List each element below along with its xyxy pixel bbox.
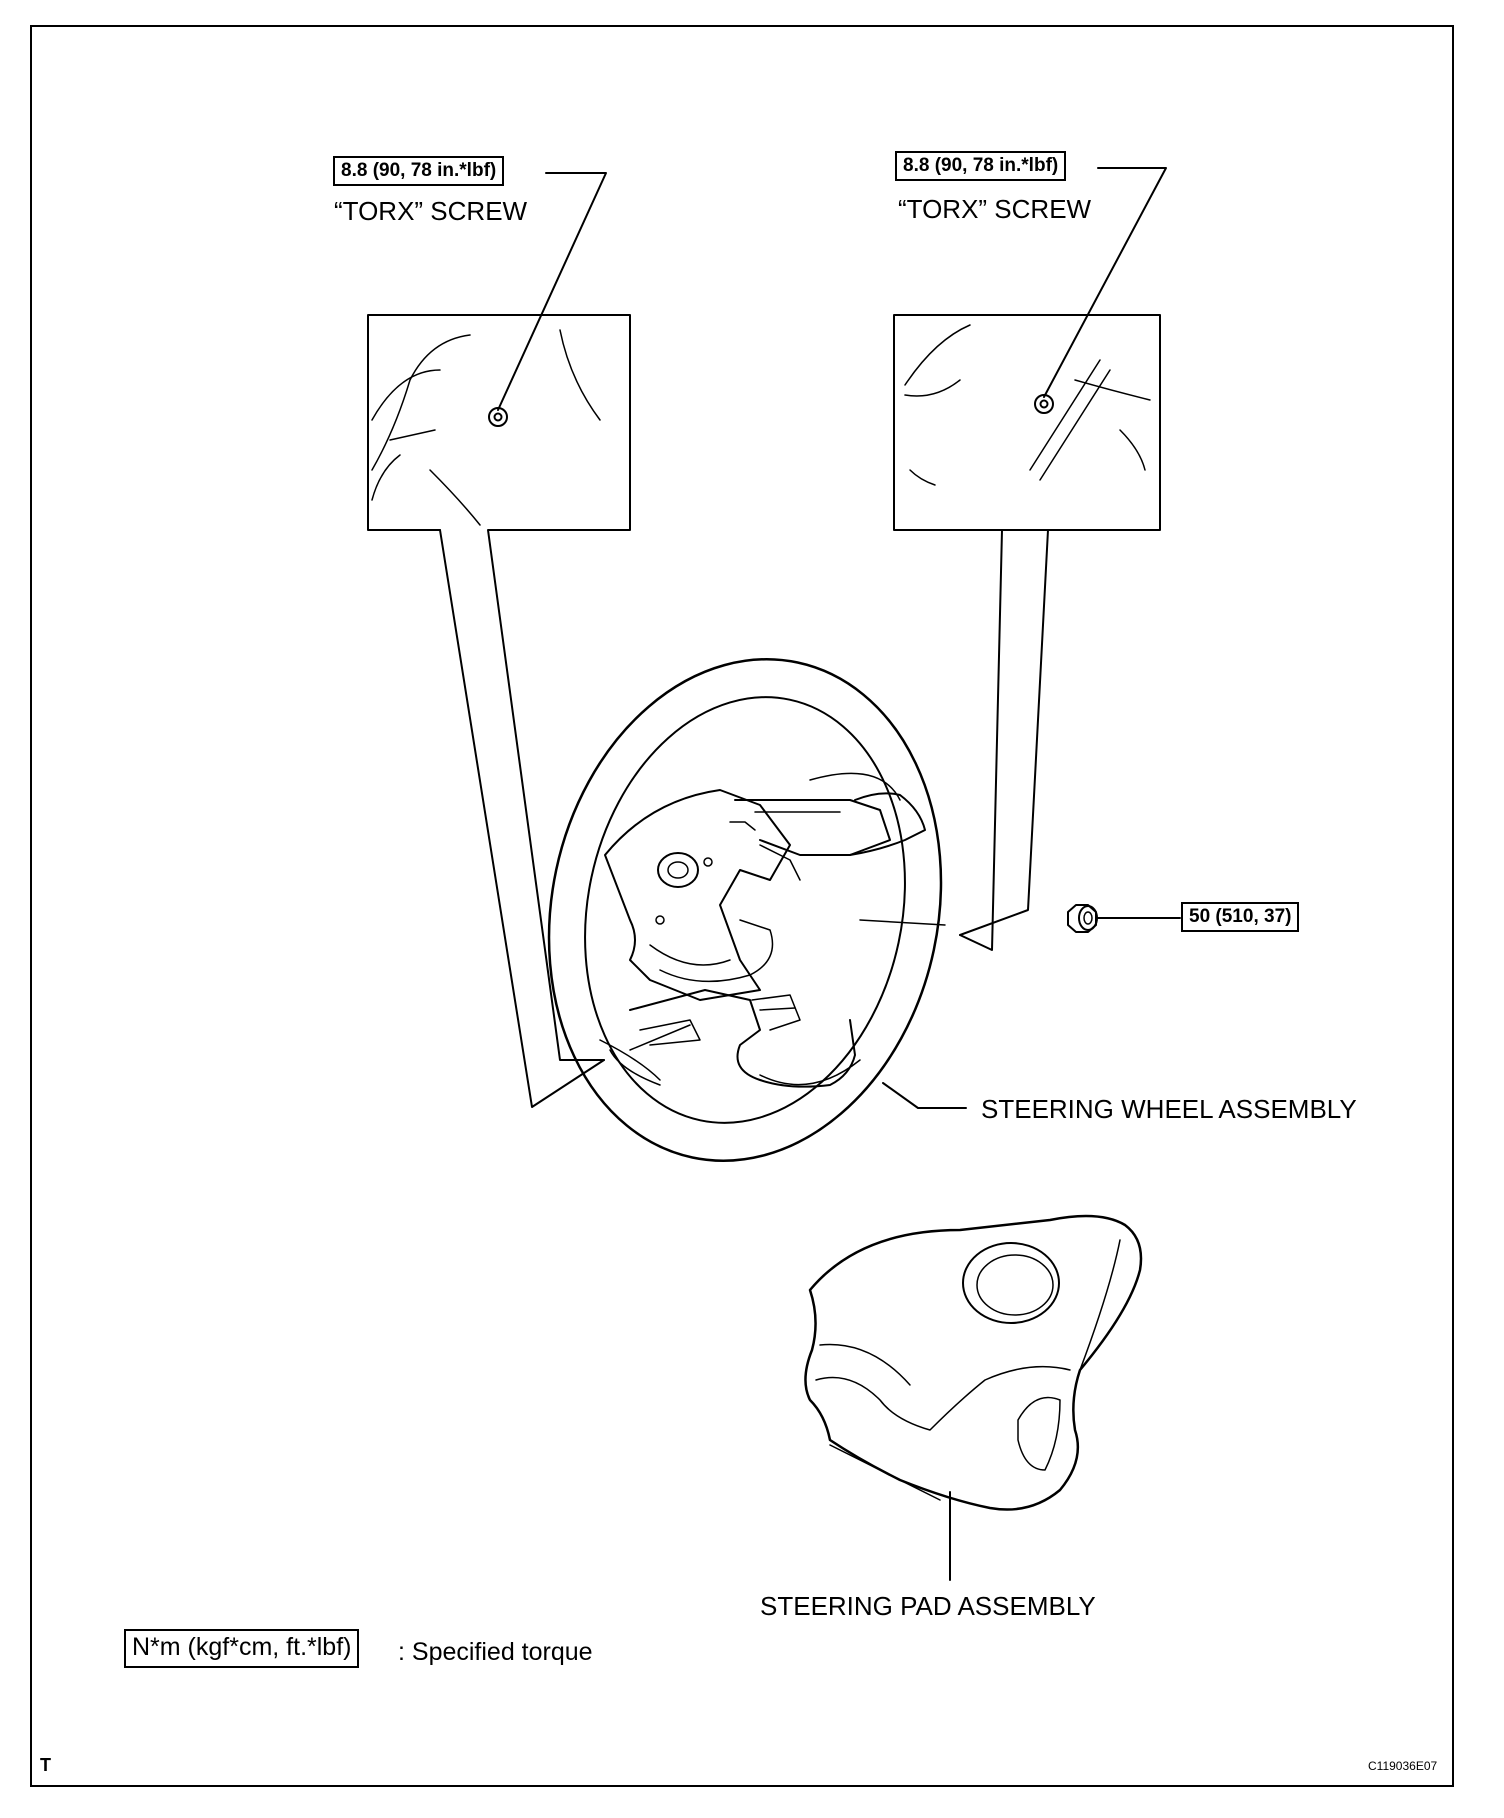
steering-pad xyxy=(804,1214,1143,1511)
steering-pad-assembly-label: STEERING PAD ASSEMBLY xyxy=(760,1591,1096,1621)
torque-label-right: 8.8 (90, 78 in.*lbf) xyxy=(895,151,1067,181)
footer-mark: T xyxy=(40,1755,51,1775)
legend-torque-unit: N*m (kgf*cm, ft.*lbf) xyxy=(124,1629,360,1668)
right-detail-callout xyxy=(893,314,1161,951)
torque-label-nut: 50 (510, 37) xyxy=(1181,902,1300,932)
figure-code: C119036E07 xyxy=(1368,1759,1438,1773)
legend-description: : Specified torque xyxy=(398,1638,593,1666)
diagram-frame xyxy=(30,25,1454,1787)
nut-icon xyxy=(1067,904,1098,933)
torx-screw-label-left: “TORX” SCREW xyxy=(334,196,528,226)
steering-wheel-assembly-label: STEERING WHEEL ASSEMBLY xyxy=(981,1094,1357,1124)
torx-screw-label-right: “TORX” SCREW xyxy=(898,194,1092,224)
torque-label-left: 8.8 (90, 78 in.*lbf) xyxy=(333,156,505,186)
steering-wheel xyxy=(547,658,946,1162)
